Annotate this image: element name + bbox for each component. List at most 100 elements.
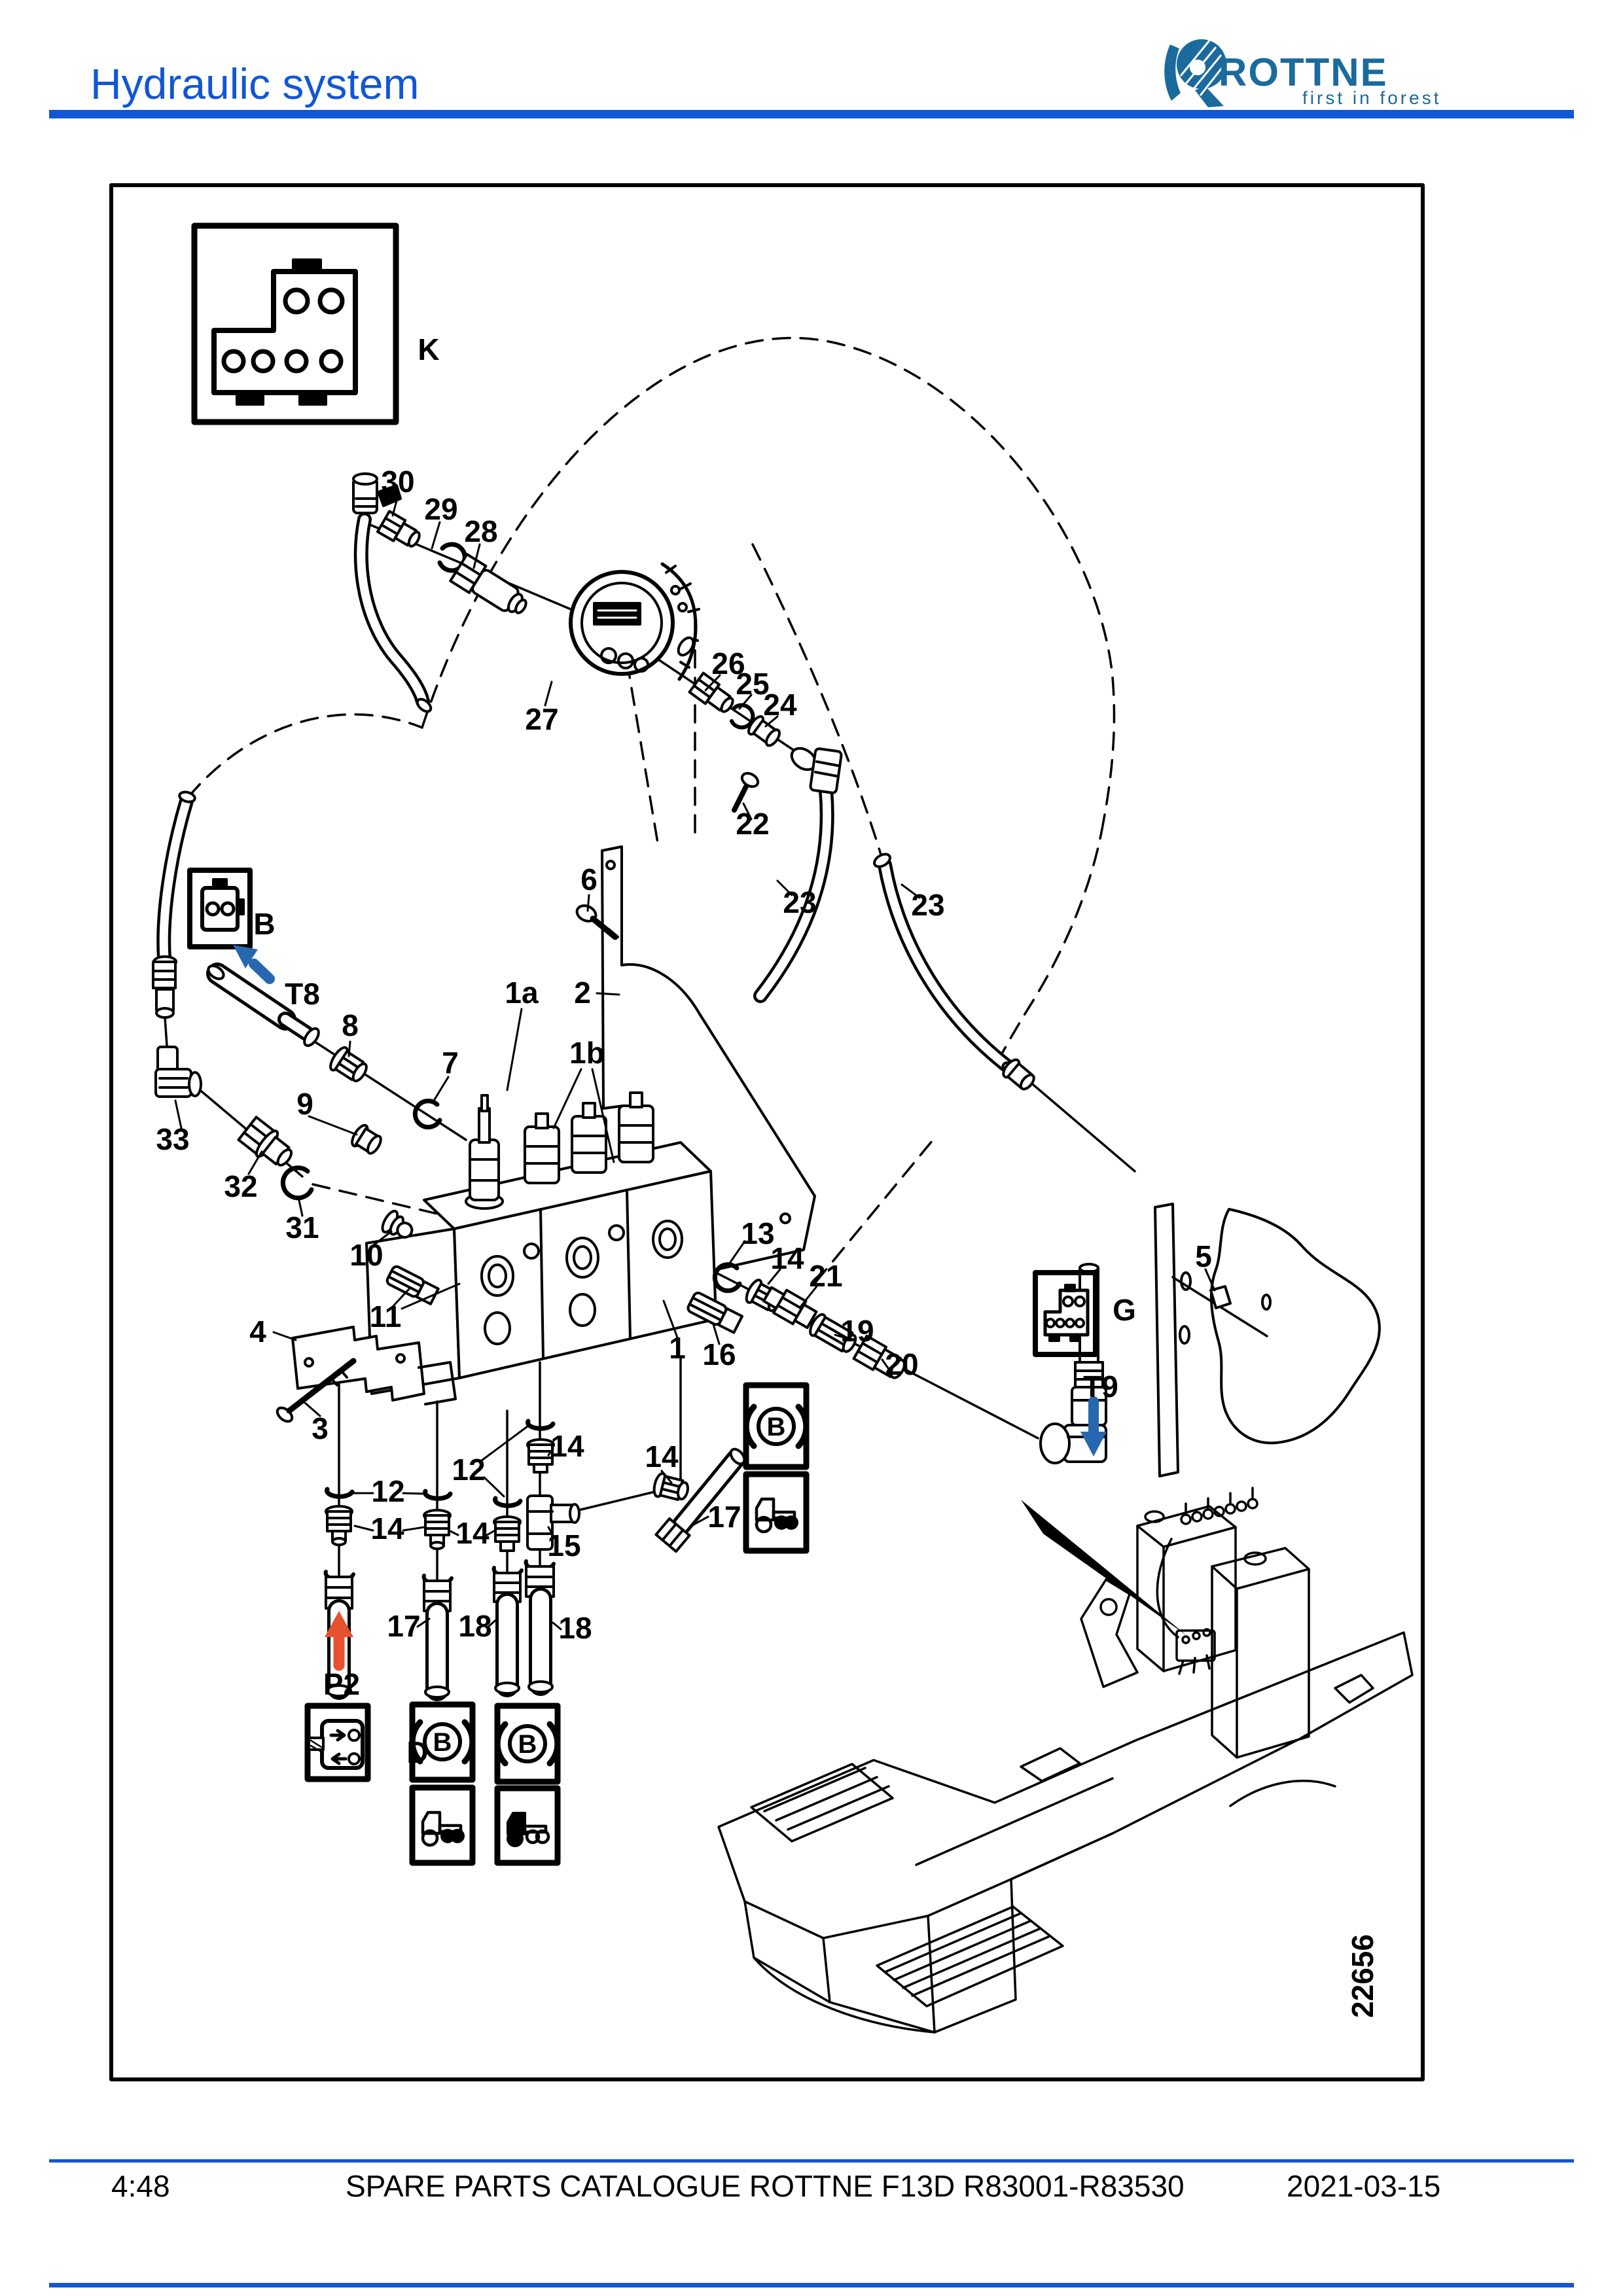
part-callout-28: 28 — [464, 514, 497, 548]
hose-column-17 — [421, 1489, 454, 1701]
rottne-logo-tagline: first in forest — [1302, 88, 1442, 108]
pressure-sensor-16 — [687, 1291, 743, 1334]
part-callout-20: 20 — [885, 1347, 918, 1381]
part-callout-31: 31 — [285, 1210, 319, 1245]
part-callout-27: 27 — [525, 702, 558, 736]
part-callout-21: 21 — [809, 1259, 842, 1293]
loose-tube-17 — [654, 1447, 746, 1553]
part-callout-3: 3 — [312, 1411, 329, 1445]
hoses — [156, 512, 1018, 1077]
part-callout-10: 10 — [349, 1238, 383, 1272]
part-callout-1a: 1a — [505, 976, 539, 1010]
arrow-to-connector-B — [233, 945, 275, 984]
footer-page-number: 4:48 — [111, 2169, 170, 2203]
pressure-sensor-11 — [385, 1265, 440, 1305]
part-callout-12: 12 — [452, 1453, 485, 1487]
callout-leader-lines — [174, 495, 1216, 1631]
part-callout-2: 2 — [574, 976, 591, 1010]
bolt-6 — [575, 904, 619, 940]
fitting-24 — [747, 715, 781, 747]
part-callout-19: 19 — [840, 1314, 874, 1348]
fitting-26 — [688, 671, 734, 713]
flow-meter-27 — [569, 562, 700, 681]
page-title: Hydraulic system — [90, 60, 419, 108]
part-callout-6: 6 — [580, 862, 597, 896]
part-callout-23: 23 — [911, 888, 944, 922]
part-callout-16: 16 — [702, 1337, 736, 1371]
machine-icon-front-drive — [494, 1785, 561, 1866]
machine-icon-rear-brake — [409, 1784, 476, 1866]
fitting-8 — [329, 1046, 368, 1083]
part-callout-B: B — [253, 907, 275, 941]
adapter-19 — [809, 1313, 857, 1353]
part-callout-D: D — [406, 1735, 428, 1769]
part-callout-14: 14 — [455, 1516, 490, 1550]
arrow-T9-down — [1080, 1396, 1107, 1457]
sensor-21 — [762, 1286, 818, 1330]
arrow-P2-up — [325, 1611, 353, 1671]
part-callout-1b: 1b — [569, 1036, 605, 1070]
machine-icon-front-brake — [743, 1471, 810, 1554]
part-callout-1: 1 — [669, 1331, 686, 1365]
sensor-cable-T8 — [206, 963, 320, 1048]
left-hose-fittings — [152, 955, 177, 1047]
location-pointer-wedge — [1021, 1500, 1187, 1636]
washer-7 — [412, 1099, 442, 1130]
part-callout-18: 18 — [458, 1609, 491, 1643]
elbow-fitting-30 — [352, 472, 402, 514]
elbow-fitting-33 — [154, 1046, 202, 1098]
elbow-fitting-23 — [790, 747, 843, 794]
brake-icon-letter: B — [518, 1730, 537, 1759]
part-callout-26: 26 — [711, 646, 745, 680]
header-divider-bar — [49, 110, 1574, 118]
fitting-14-branch — [652, 1472, 689, 1501]
diagram-frame — [109, 183, 1425, 2081]
brake-icon-letter: B — [433, 1728, 452, 1757]
part-callout-29: 29 — [424, 492, 457, 526]
parking-brake-icon-2: B — [409, 1701, 476, 1783]
part-callout-9: 9 — [296, 1087, 313, 1121]
part-callout-8: 8 — [342, 1008, 359, 1042]
part-callout-23: 23 — [783, 885, 816, 919]
part-callout-13: 13 — [741, 1216, 774, 1250]
part-callout-7: 7 — [442, 1046, 459, 1080]
part-callout-14: 14 — [550, 1429, 584, 1463]
hose-column-18a — [491, 1496, 524, 1697]
part-callout-33: 33 — [156, 1122, 189, 1156]
figure-number: 22656 — [1346, 1934, 1380, 2018]
part-callout-11: 11 — [370, 1299, 402, 1333]
rottne-logo-text: ROTTNE — [1219, 50, 1388, 94]
part-callout-4: 4 — [249, 1315, 266, 1349]
part-callout-P2: P2 — [323, 1667, 360, 1701]
adapter-20 — [852, 1334, 906, 1379]
part-callout-14: 14 — [370, 1511, 404, 1545]
rottne-logo-icon — [1164, 39, 1226, 107]
coupling-23-right — [1002, 1058, 1035, 1091]
part-callout-24: 24 — [763, 688, 797, 722]
carrier-machine-illustration — [717, 1487, 1414, 2034]
footer-catalogue-title: SPARE PARTS CATALOGUE ROTTNE F13D R83001… — [346, 2169, 1185, 2203]
support-strip — [1154, 1203, 1179, 1477]
parking-brake-icon-1: B — [743, 1382, 810, 1470]
bolt-3 — [276, 1358, 357, 1423]
connector-symbol-K — [191, 222, 399, 425]
part-callout-T9: T9 — [1083, 1369, 1118, 1404]
footer-divider-line — [49, 2159, 1574, 2163]
washer-31 — [280, 1165, 314, 1201]
connector-symbol-B — [187, 868, 253, 949]
hose-column-18b — [524, 1419, 580, 1696]
part-callout-15: 15 — [547, 1528, 580, 1563]
part-callout-T8: T8 — [285, 977, 320, 1011]
fitting-30 — [376, 510, 421, 548]
brake-icon-letter: B — [767, 1413, 786, 1441]
part-callout-K: K — [418, 332, 439, 366]
bolt-22 — [732, 771, 760, 813]
parking-brake-icon-3: B — [494, 1703, 561, 1785]
part-callout-32: 32 — [224, 1169, 257, 1203]
part-callout-14: 14 — [645, 1439, 679, 1474]
inline-valve-28 — [449, 553, 527, 614]
panel-cutout-part5 — [1171, 1208, 1381, 1445]
part-callout-17: 17 — [387, 1609, 420, 1643]
part-callout-25: 25 — [736, 667, 769, 701]
